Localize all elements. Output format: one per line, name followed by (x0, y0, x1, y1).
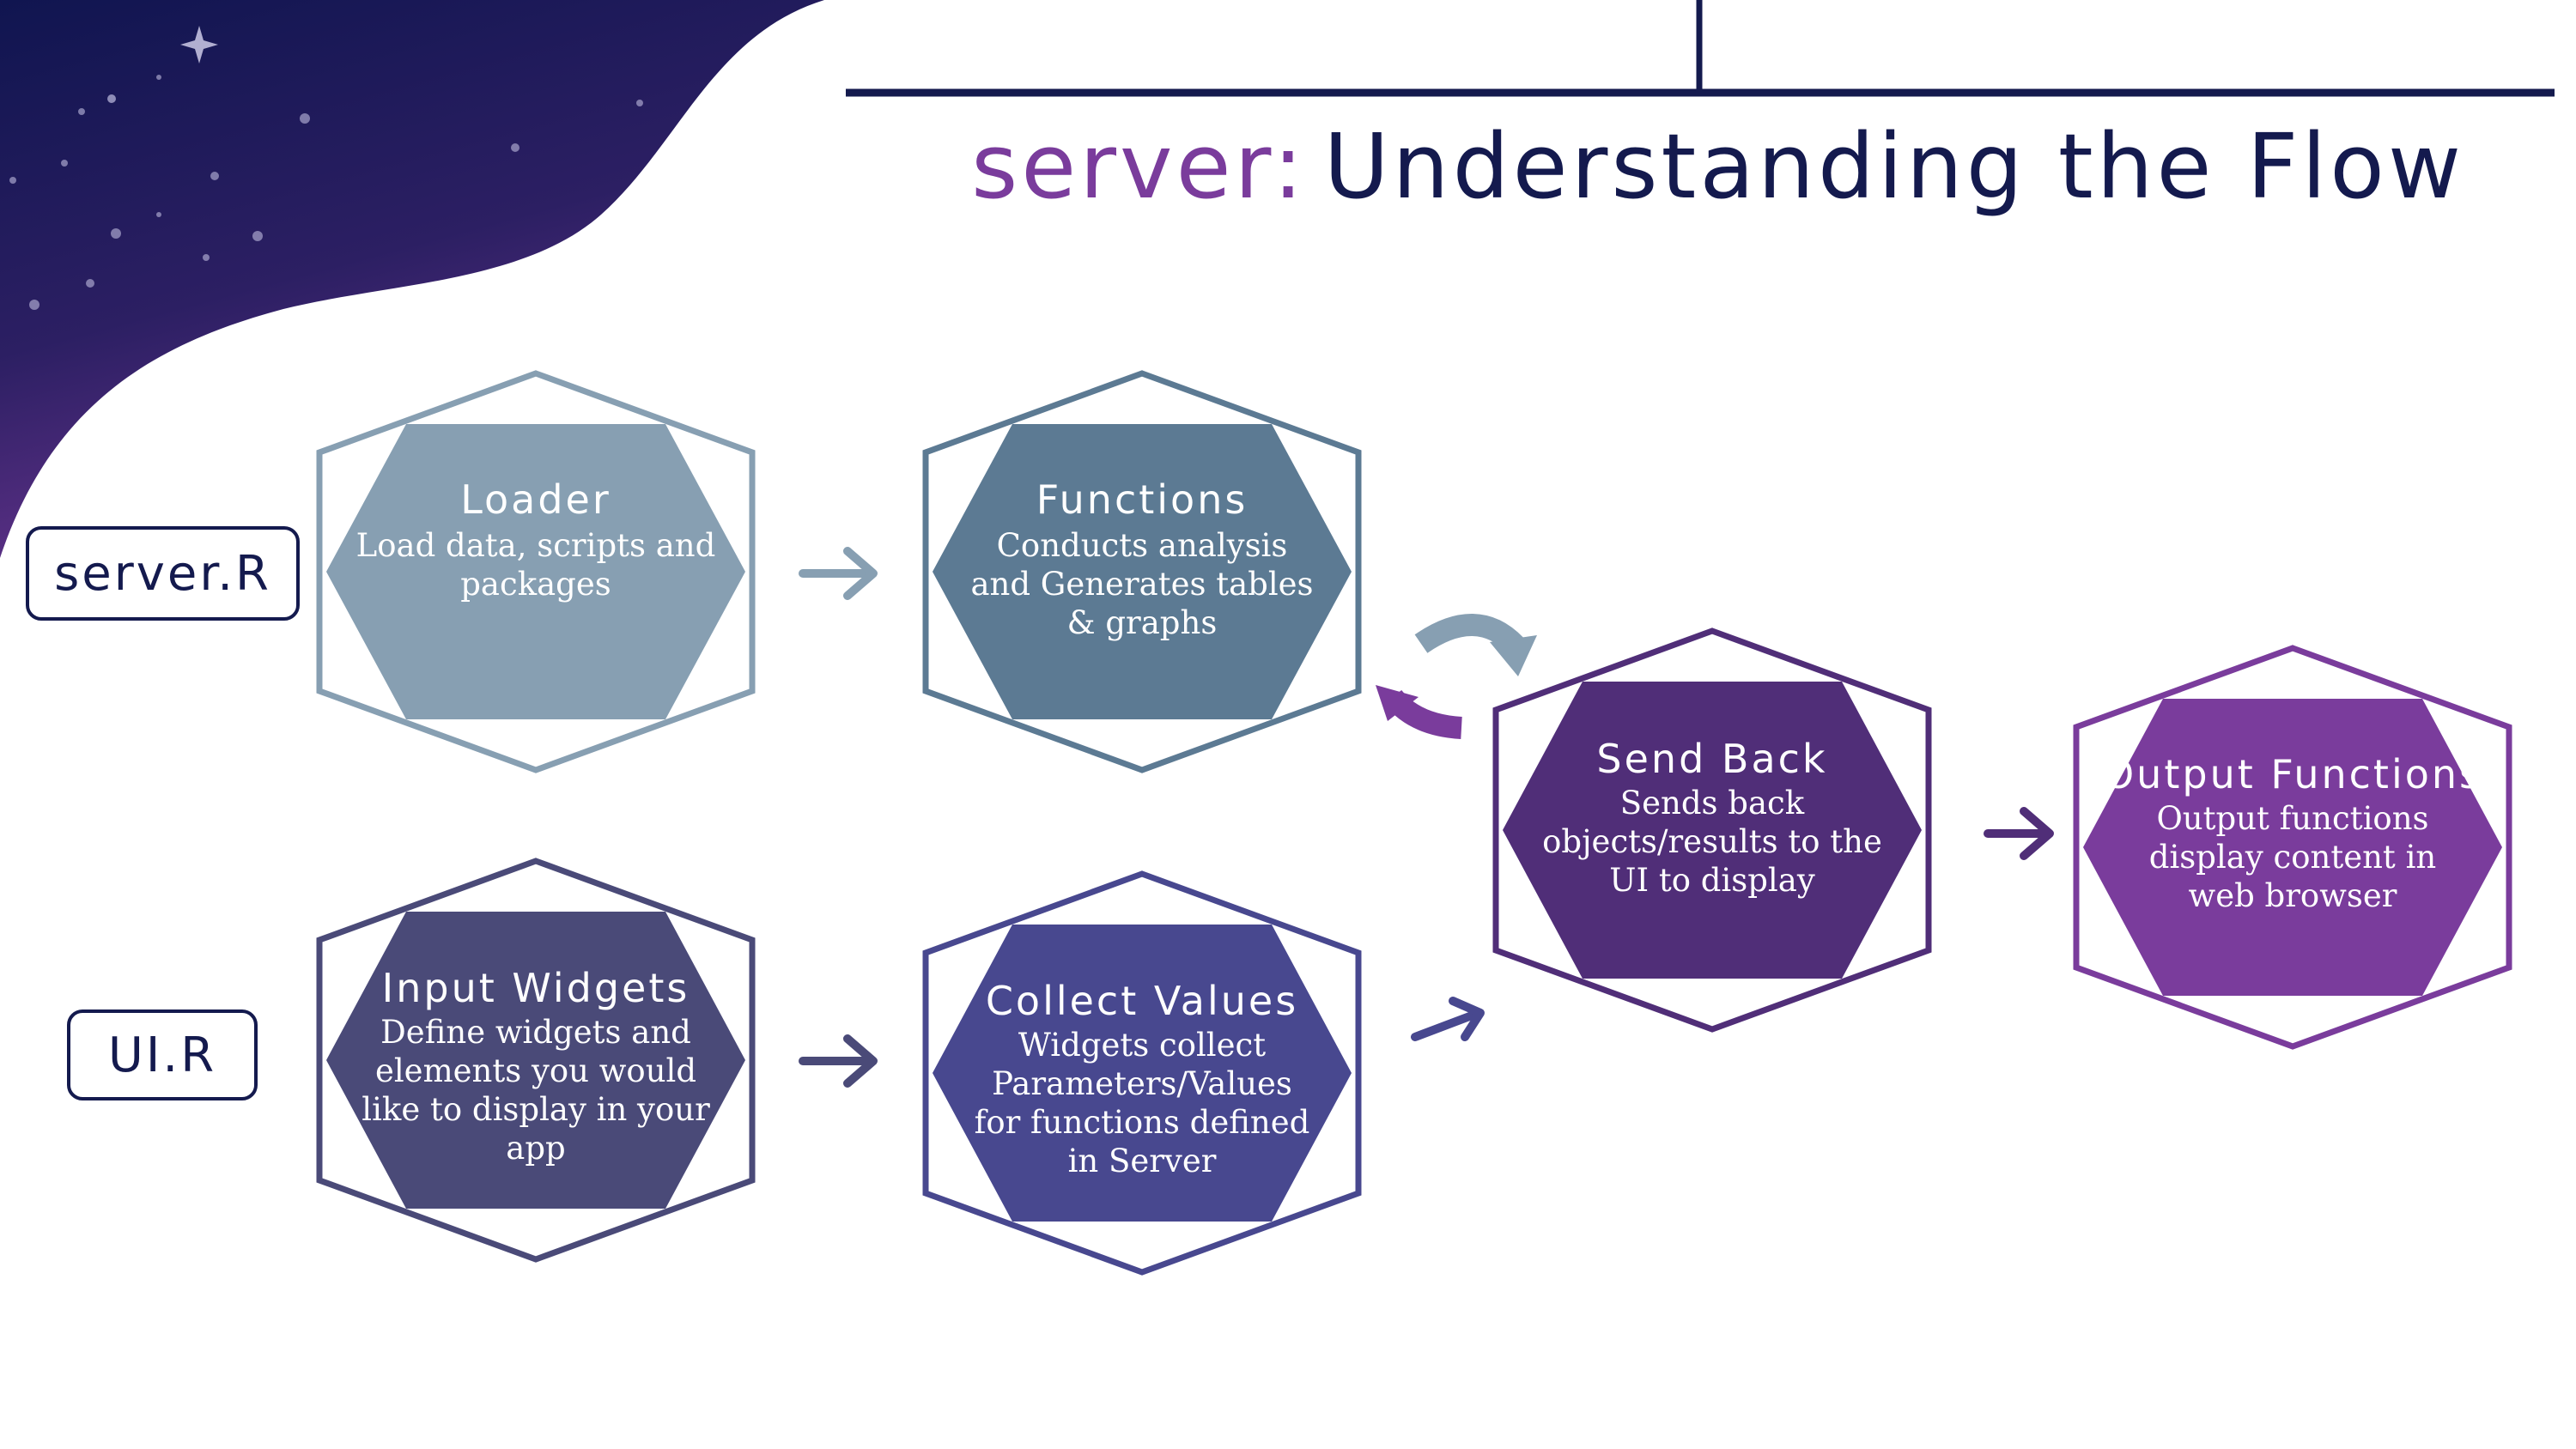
node-collect-values-desc-4: in Server (1068, 1143, 1217, 1179)
node-collect-values-desc-3: for functions defined (975, 1104, 1310, 1141)
node-functions-desc-3: & graphs (1067, 604, 1218, 641)
node-output-functions: Output Functions Output functions displa… (2073, 645, 2512, 1050)
node-loader-desc-1: Load data, scripts and (356, 527, 716, 564)
server-file-label: server.R (26, 526, 300, 621)
node-collect-values-title: Collect Values (986, 978, 1298, 1024)
node-functions-desc-2: and Generates tables (970, 566, 1313, 603)
node-loader: Loader Load data, scripts and packages (316, 370, 756, 773)
node-send-back-title: Send Back (1596, 736, 1827, 782)
node-input-widgets-title: Input Widgets (382, 965, 690, 1011)
node-output-functions-title: Output Functions (2103, 751, 2482, 797)
arrow-send-back-to-output (1984, 807, 2054, 860)
node-input-widgets-desc-2: elements you would (375, 1052, 696, 1089)
arrow-loader-to-functions (799, 547, 878, 600)
node-send-back-desc-2: objects/results to the (1542, 823, 1882, 860)
node-loader-desc-2: packages (460, 566, 611, 603)
title-part1: server: (971, 114, 1306, 219)
title-part2: Understanding the Flow (1324, 114, 2464, 219)
node-send-back-desc-1: Sends back (1620, 785, 1805, 822)
node-output-functions-desc-1: Output functions (2156, 800, 2428, 837)
node-collect-values: Collect Values Widgets collect Parameter… (922, 870, 1362, 1276)
node-input-widgets-desc-3: like to display in your (361, 1091, 710, 1128)
node-output-functions-desc-3: web browser (2189, 877, 2397, 914)
space-background (0, 0, 824, 558)
node-functions: Functions Conducts analysis and Generate… (922, 370, 1362, 773)
ui-file-text: UI.R (108, 1028, 216, 1083)
server-file-text: server.R (54, 546, 271, 602)
page-title: server:Understanding the Flow (971, 114, 2464, 219)
ui-file-label: UI.R (67, 1009, 258, 1100)
node-collect-values-desc-1: Widgets collect (1018, 1027, 1266, 1064)
node-collect-values-desc-2: Parameters/Values (992, 1065, 1292, 1102)
node-functions-desc-1: Conducts analysis (997, 527, 1288, 564)
node-input-widgets-desc-1: Define widgets and (380, 1014, 691, 1051)
arrow-collect-to-send-back (1411, 997, 1485, 1041)
node-send-back-desc-3: UI to display (1609, 862, 1815, 899)
node-input-widgets-desc-4: app (506, 1130, 565, 1167)
node-output-functions-desc-2: display content in (2149, 839, 2436, 876)
node-loader-title: Loader (460, 476, 611, 523)
node-send-back: Send Back Sends back objects/results to … (1492, 627, 1932, 1033)
arrow-input-to-collect (799, 1034, 878, 1088)
node-input-widgets: Input Widgets Define widgets and element… (316, 858, 756, 1263)
node-functions-title: Functions (1036, 476, 1249, 523)
cycle-arrow-icon-back (1376, 685, 1463, 739)
cycle-arrow-icon-forward (1414, 614, 1537, 676)
